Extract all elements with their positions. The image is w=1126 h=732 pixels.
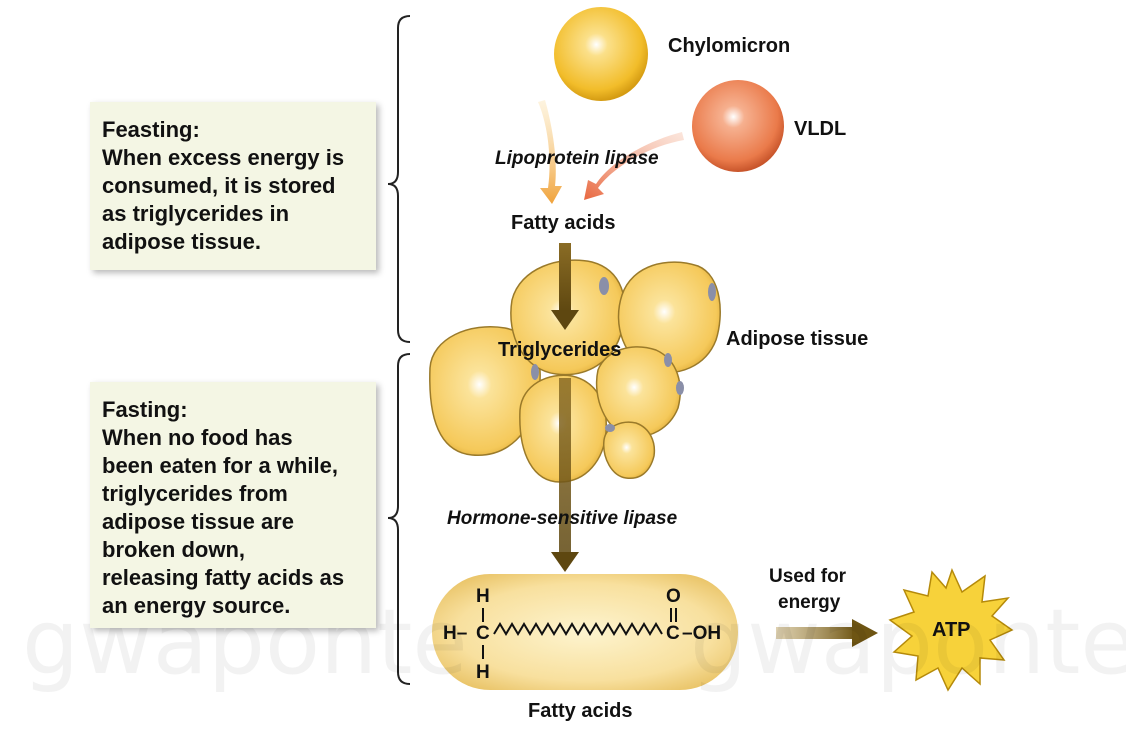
- chem-h-bottom: H: [476, 662, 490, 683]
- fatty-acid-bonds: [482, 608, 677, 659]
- chem-oh: –OH: [682, 623, 722, 644]
- energy-label: energy: [778, 592, 841, 613]
- feasting-line: When excess energy is: [102, 145, 345, 170]
- fasting-line: adipose tissue are: [102, 509, 294, 534]
- chylomicron-label: Chylomicron: [668, 35, 791, 57]
- feasting-line: as triglycerides in: [102, 201, 290, 226]
- fasting-line: broken down,: [102, 537, 245, 562]
- feasting-line: consumed, it is stored: [102, 173, 336, 198]
- fasting-line: releasing fatty acids as: [102, 565, 345, 590]
- fasting-line: triglycerides from: [102, 481, 288, 506]
- atp-starburst: [888, 567, 1014, 692]
- feasting-title: Feasting:: [102, 117, 200, 142]
- atp-label: ATP: [932, 619, 971, 641]
- vldl-arrow: [584, 132, 684, 200]
- zigzag-chain: [493, 622, 663, 636]
- chylomicron-arrow: [538, 100, 562, 204]
- triglycerides-label: Triglycerides: [498, 339, 622, 361]
- hormone-sensitive-lipase-label: Hormone-sensitive lipase: [447, 508, 678, 529]
- arrow-to-atp: [776, 619, 878, 647]
- fasting-bracket: [387, 353, 411, 685]
- fatty-acids-bottom-label: Fatty acids: [528, 700, 633, 722]
- chem-c-left: C: [476, 623, 490, 644]
- chem-h-left: H–: [443, 623, 468, 644]
- arrow-fatty-to-triglycerides: [551, 243, 579, 330]
- chem-o-top: O: [666, 586, 681, 607]
- chem-h-top: H: [476, 586, 490, 607]
- fasting-line: When no food has: [102, 425, 293, 450]
- fasting-line: been eaten for a while,: [102, 453, 338, 478]
- vldl-sphere: [692, 80, 784, 172]
- feasting-box: Feasting: When excess energy is consumed…: [90, 102, 376, 270]
- lipoprotein-lipase-label: Lipoprotein lipase: [495, 148, 659, 169]
- used-for-label: Used for: [769, 566, 847, 587]
- feasting-bracket: [387, 15, 411, 343]
- fasting-title: Fasting:: [102, 397, 188, 422]
- vldl-label: VLDL: [794, 118, 847, 140]
- fasting-box: Fasting: When no food has been eaten for…: [90, 382, 376, 628]
- arrow-triglycerides-to-fatty-acids: [551, 378, 579, 572]
- fasting-line: an energy source.: [102, 593, 291, 618]
- adipose-tissue: [429, 259, 721, 483]
- fatty-acid-capsule: [432, 574, 738, 690]
- fatty-acids-top-label: Fatty acids: [511, 212, 616, 234]
- watermark-right: gwaponte: [690, 590, 1126, 695]
- chem-c-right: C: [666, 623, 680, 644]
- adipose-tissue-label: Adipose tissue: [726, 328, 869, 350]
- feasting-line: adipose tissue.: [102, 229, 261, 254]
- chylomicron-sphere: [554, 7, 648, 101]
